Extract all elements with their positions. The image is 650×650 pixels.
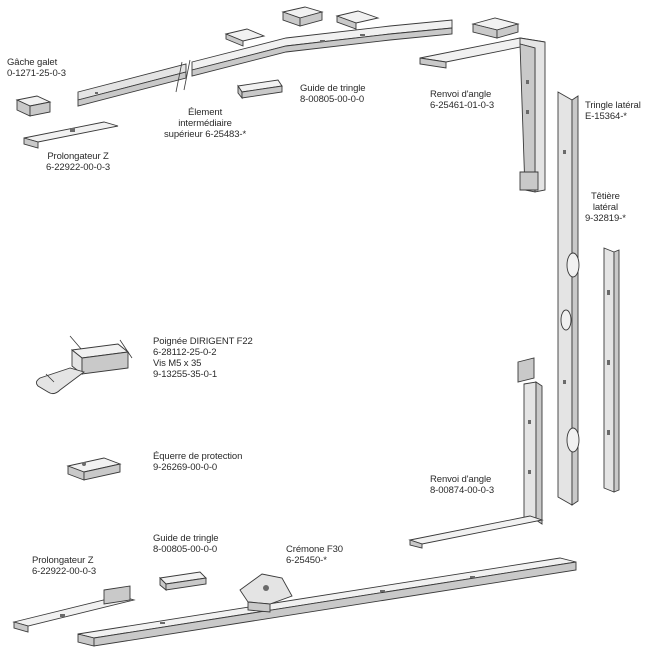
tringle-laterale-part <box>557 91 580 506</box>
label-tringle-laterale-line-2: E-15364-* <box>585 111 627 122</box>
tetiere-laterale-part <box>603 247 620 493</box>
label-poignee: Poignée DIRIGENT F22 6-28112-25-0-2 Vis … <box>153 336 253 380</box>
label-poignee-line-3: Vis M5 x 35 <box>153 358 202 369</box>
label-tetiere-laterale-line-3: 9-32819-* <box>585 213 626 224</box>
bottom-corner-angle <box>408 357 544 549</box>
label-prolongateur-z-top-line-1: Prolongateur Z <box>47 151 109 162</box>
top-intermediate-rod <box>77 19 453 107</box>
label-gache-galet-line-1: Gâche galet <box>7 57 58 68</box>
label-renvoi-angle-top: Renvoi d'angle 6-25461-01-0-3 <box>430 89 494 111</box>
label-renvoi-angle-bottom: Renvoi d'angle 8-00874-00-0-3 <box>430 474 494 496</box>
label-poignee-line-1: Poignée DIRIGENT F22 <box>153 336 253 347</box>
label-equerre-protection: Équerre de protection 9-26269-00-0-0 <box>153 451 242 473</box>
top-clip-right <box>471 17 520 39</box>
top-clip-left <box>281 6 324 27</box>
label-guide-tringle-top: Guide de tringle 8-00805-00-0-0 <box>300 83 366 105</box>
label-cremone: Crémone F30 6-25450-* <box>286 544 343 566</box>
label-cremone-line-1: Crémone F30 <box>286 544 343 555</box>
label-element-intermediaire-line-1: Élement <box>187 107 223 118</box>
label-prolongateur-z-bottom: Prolongateur Z 6-22922-00-0-3 <box>32 555 96 577</box>
label-renvoi-angle-top-line-1: Renvoi d'angle <box>430 89 492 100</box>
label-tringle-laterale-line-1: Tringle latéral <box>585 100 641 111</box>
label-gache-galet-line-2: 0-1271-25-0-3 <box>7 68 66 79</box>
poignee-part <box>35 335 133 395</box>
label-guide-tringle-top-line-1: Guide de tringle <box>300 83 366 94</box>
guide-tringle-bottom-part <box>159 571 207 591</box>
equerre-protection-part <box>66 457 122 481</box>
label-equerre-protection-line-1: Équerre de protection <box>153 451 243 462</box>
label-prolongateur-z-bottom-line-2: 6-22922-00-0-3 <box>32 566 97 577</box>
label-renvoi-angle-bottom-line-2: 8-00874-00-0-3 <box>430 485 495 496</box>
gache-galet-part <box>15 95 52 117</box>
label-renvoi-angle-top-line-2: 6-25461-01-0-3 <box>430 100 495 111</box>
top-small-block <box>224 28 266 47</box>
label-tetiere-laterale-line-1: Têtière <box>590 191 620 202</box>
label-cremone-line-2: 6-25450-* <box>286 555 327 566</box>
prolongateur-z-top-part <box>23 121 119 149</box>
prolongateur-z-bottom-part <box>12 585 136 633</box>
label-tetiere-laterale: Têtière latéral 9-32819-* <box>585 191 626 224</box>
label-guide-tringle-top-line-2: 8-00805-00-0-0 <box>300 94 365 105</box>
label-poignee-line-4: 9-13255-35-0-1 <box>153 369 218 380</box>
label-gache-galet: Gâche galet 0-1271-25-0-3 <box>7 57 66 79</box>
guide-tringle-top-part <box>237 79 283 100</box>
top-corner-angle <box>419 37 546 193</box>
label-renvoi-angle-bottom-line-1: Renvoi d'angle <box>430 474 492 485</box>
label-prolongateur-z-top-line-2: 6-22922-00-0-3 <box>46 162 111 173</box>
label-element-intermediaire-line-3: supérieur 6-25483-* <box>164 129 247 140</box>
label-prolongateur-z-bottom-line-1: Prolongateur Z <box>32 555 94 566</box>
label-equerre-protection-line-2: 9-26269-00-0-0 <box>153 462 218 473</box>
label-guide-tringle-bottom: Guide de tringle 8-00805-00-0-0 <box>153 533 219 555</box>
label-element-intermediaire-line-2: intermédiaire <box>178 118 232 129</box>
label-tringle-laterale: Tringle latéral E-15364-* <box>585 100 641 122</box>
top-clip-center <box>335 10 380 30</box>
label-guide-tringle-bottom-line-2: 8-00805-00-0-0 <box>153 544 218 555</box>
label-prolongateur-z-top: Prolongateur Z 6-22922-00-0-3 <box>46 151 110 173</box>
label-guide-tringle-bottom-line-1: Guide de tringle <box>153 533 219 544</box>
label-tetiere-laterale-line-2: latéral <box>592 202 618 213</box>
label-poignee-line-2: 6-28112-25-0-2 <box>153 347 217 358</box>
label-element-intermediaire: Élement intermédiaire supérieur 6-25483-… <box>164 107 246 140</box>
cremone-part <box>77 557 577 647</box>
